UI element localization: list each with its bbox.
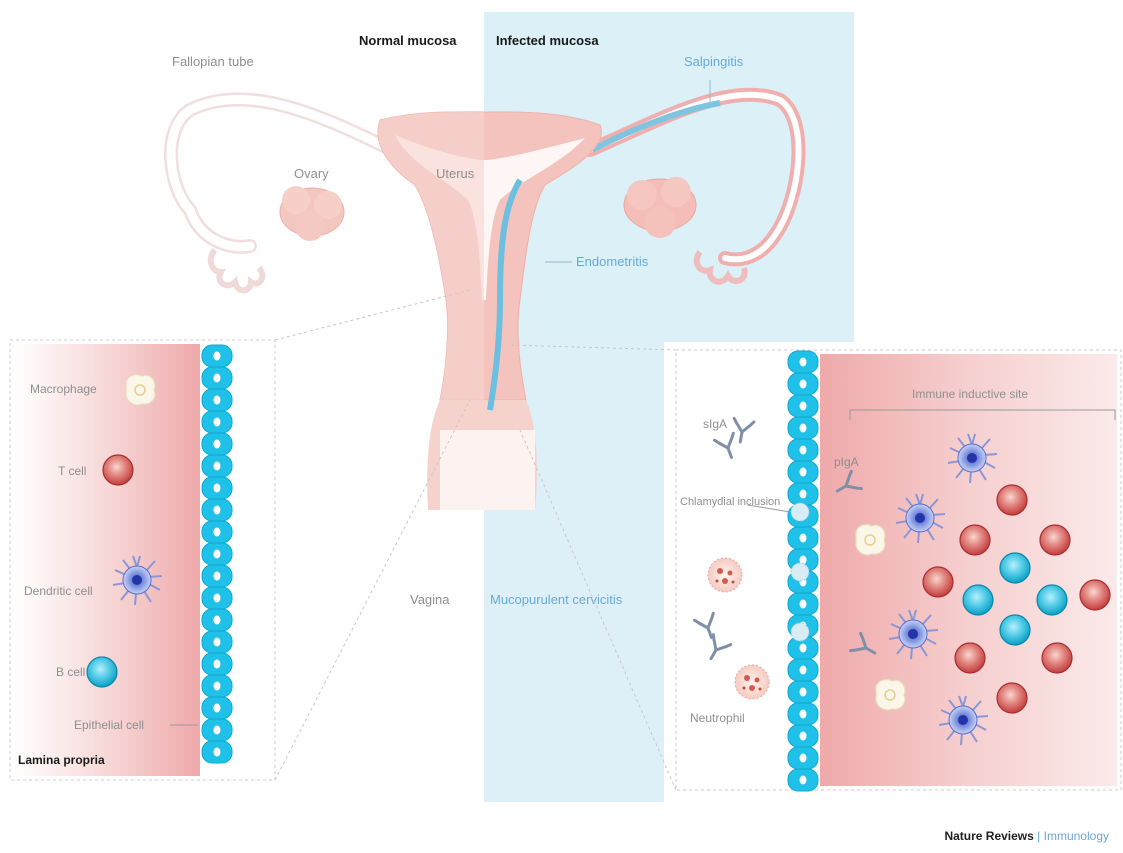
label-siga: sIgA [703,417,727,431]
epithelial-cell [202,675,232,697]
epithelial-cell [202,411,232,433]
label-piga: pIgA [834,455,859,469]
label-ovary: Ovary [294,166,329,181]
footer-subject: Immunology [1044,829,1109,843]
label-macrophage: Macrophage [30,382,97,396]
epithelial-cell [788,373,818,395]
epithelial-cell [202,389,232,411]
label-neutrophil: Neutrophil [690,711,745,725]
epithelial-cell [788,593,818,615]
epithelial-cell [788,527,818,549]
epithelial-cell [202,741,232,763]
epithelial-cell [788,461,818,483]
label-cervicitis: Mucopurulent cervicitis [490,592,623,607]
epithelial-cell [202,543,232,565]
footer-separator: | [1037,829,1040,843]
epithelial-cell [788,439,818,461]
left-epithelium [202,345,232,763]
epithelial-cell [202,477,232,499]
epithelial-cell [788,351,818,373]
footer-journal: Nature Reviews [944,829,1033,843]
epithelial-cell [788,417,818,439]
epithelial-cell [202,521,232,543]
epithelial-cell [202,455,232,477]
left-ovary [280,186,344,241]
label-t-cell: T cell [58,464,86,478]
epithelial-cell [788,395,818,417]
label-dendritic-cell: Dendritic cell [24,584,93,598]
epithelial-cell [202,433,232,455]
epithelial-cell [788,747,818,769]
epithelial-cell [202,697,232,719]
epithelial-cell [202,345,232,367]
label-salpingitis: Salpingitis [684,54,744,69]
epithelial-cell [202,587,232,609]
label-lamina-propria: Lamina propria [18,753,105,767]
label-epithelial-cell: Epithelial cell [74,718,144,732]
label-fallopian-tube: Fallopian tube [172,54,254,69]
epithelial-cell [788,483,818,505]
label-b-cell: B cell [56,665,85,679]
epithelial-cell [202,367,232,389]
epithelial-cell [202,653,232,675]
label-chlamydial-inclusion: Chlamydial inclusion [680,496,780,508]
epithelial-cell [788,681,818,703]
header-normal-mucosa: Normal mucosa [359,33,457,48]
epithelial-cell [788,725,818,747]
label-vagina: Vagina [410,592,450,607]
journal-footer: Nature Reviews | Immunology [944,829,1109,843]
label-cervicitis-text: Mucopurulent cervicitis [490,592,623,607]
epithelial-cell [202,565,232,587]
epithelial-cell [202,719,232,741]
label-endometritis: Endometritis [576,254,649,269]
epithelial-cell [202,609,232,631]
epithelial-cell [788,659,818,681]
epithelial-cell [788,703,818,725]
epithelial-cell [788,769,818,791]
header-infected-mucosa: Infected mucosa [496,33,599,48]
left-panel [10,340,275,780]
label-immune-inductive-site: Immune inductive site [912,387,1028,401]
label-uterus: Uterus [436,166,475,181]
epithelial-cell [202,631,232,653]
epithelial-cell [202,499,232,521]
